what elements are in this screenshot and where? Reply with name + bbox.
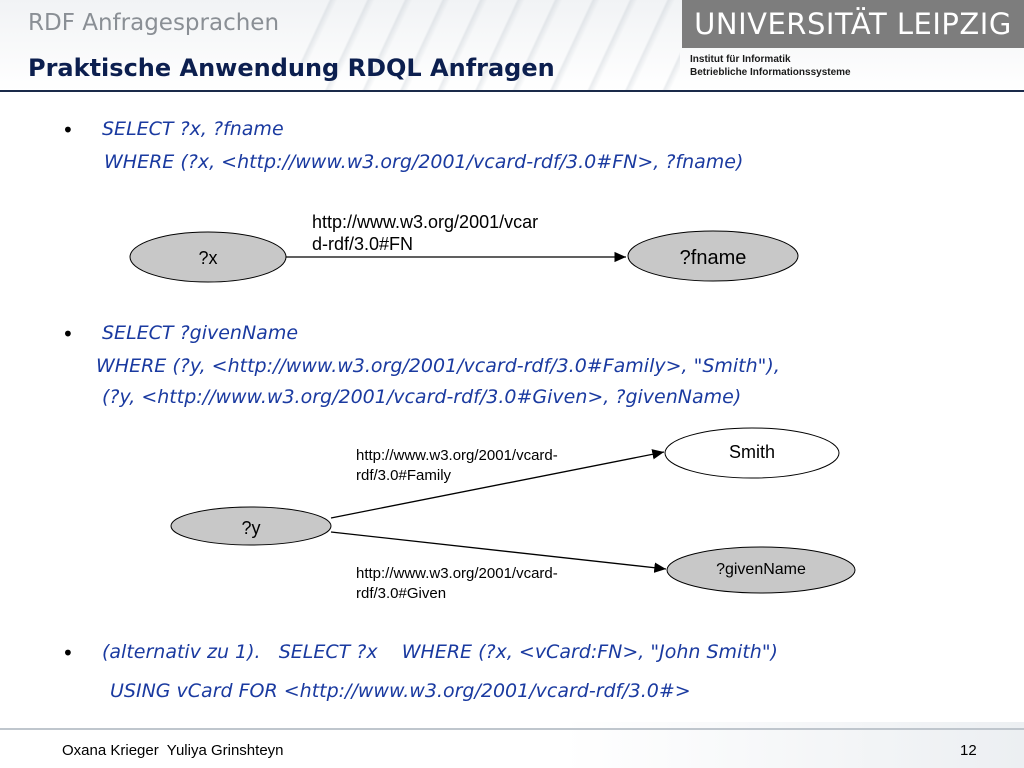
node-fname (627, 230, 799, 282)
node-y (170, 506, 332, 546)
university-logo: UNIVERSITÄT LEIPZIG (682, 0, 1024, 48)
page-number: 12 (960, 742, 977, 759)
edge-family (330, 449, 665, 519)
edge-family-label-line-2: rdf/3.0#Family (356, 467, 452, 484)
bullet-3-marker: • (62, 641, 74, 665)
node-smith-label: Smith (729, 442, 775, 462)
bullet-2-line-2: WHERE (?y, <http://www.w3.org/2001/vcard… (96, 355, 780, 377)
edge-given-label-line-1: http://www.w3.org/2001/vcard- (356, 565, 558, 582)
diagram-2: ?y Smith ?givenName (170, 427, 856, 594)
footer-authors: Oxana Krieger Yuliya Grinshteyn (62, 742, 284, 759)
node-smith (664, 427, 840, 479)
bullet-3-line-2: USING vCard FOR <http://www.w3.org/2001/… (110, 680, 691, 702)
bullet-2-marker: • (62, 322, 74, 346)
header-divider (0, 90, 1024, 92)
bullet-3-line-1: (alternativ zu 1). SELECT ?x WHERE (?x, … (102, 641, 778, 663)
bullet-1-line-2: WHERE (?x, <http://www.w3.org/2001/vcard… (104, 151, 744, 173)
institute-label: Institut für Informatik Betriebliche Inf… (690, 53, 851, 79)
slide-title: Praktische Anwendung RDQL Anfragen (28, 54, 555, 82)
node-x-label: ?x (198, 248, 217, 268)
keyboard-decoration (300, 0, 680, 90)
edge-given-label-line-2: rdf/3.0#Given (356, 585, 447, 602)
institute-line-2: Betriebliche Informationssysteme (690, 67, 851, 78)
bullet-1-line-1: SELECT ?x, ?fname (102, 118, 284, 140)
bullet-1-marker: • (62, 118, 74, 142)
diagram-1: ?x ?fname (129, 230, 799, 283)
university-logo-text: UNIVERSITÄT LEIPZIG (694, 7, 1012, 41)
edge-fn-label: http://www.w3.org/2001/vcar d-rdf/3.0#FN (312, 211, 538, 255)
node-fname-label: ?fname (680, 247, 747, 269)
edge-fn-label-line-2: d-rdf/3.0#FN (312, 234, 414, 254)
node-y-label: ?y (241, 518, 260, 538)
footer-divider (0, 728, 1024, 730)
bullet-2-line-3: (?y, <http://www.w3.org/2001/vcard-rdf/3… (102, 386, 742, 408)
edge-fn-label-line-1: http://www.w3.org/2001/vcar (312, 212, 539, 232)
topic-title: RDF Anfragesprachen (28, 10, 280, 36)
institute-line-1: Institut für Informatik (690, 54, 791, 65)
edge-given (330, 531, 667, 573)
node-givenname (666, 546, 856, 594)
edge-family-label: http://www.w3.org/2001/vcard- rdf/3.0#Fa… (356, 446, 558, 486)
bullet-2-line-1: SELECT ?givenName (102, 322, 299, 344)
edge-family-label-line-1: http://www.w3.org/2001/vcard- (356, 447, 558, 464)
node-givenname-label: ?givenName (716, 561, 806, 578)
edge-given-label: http://www.w3.org/2001/vcard- rdf/3.0#Gi… (356, 564, 558, 604)
